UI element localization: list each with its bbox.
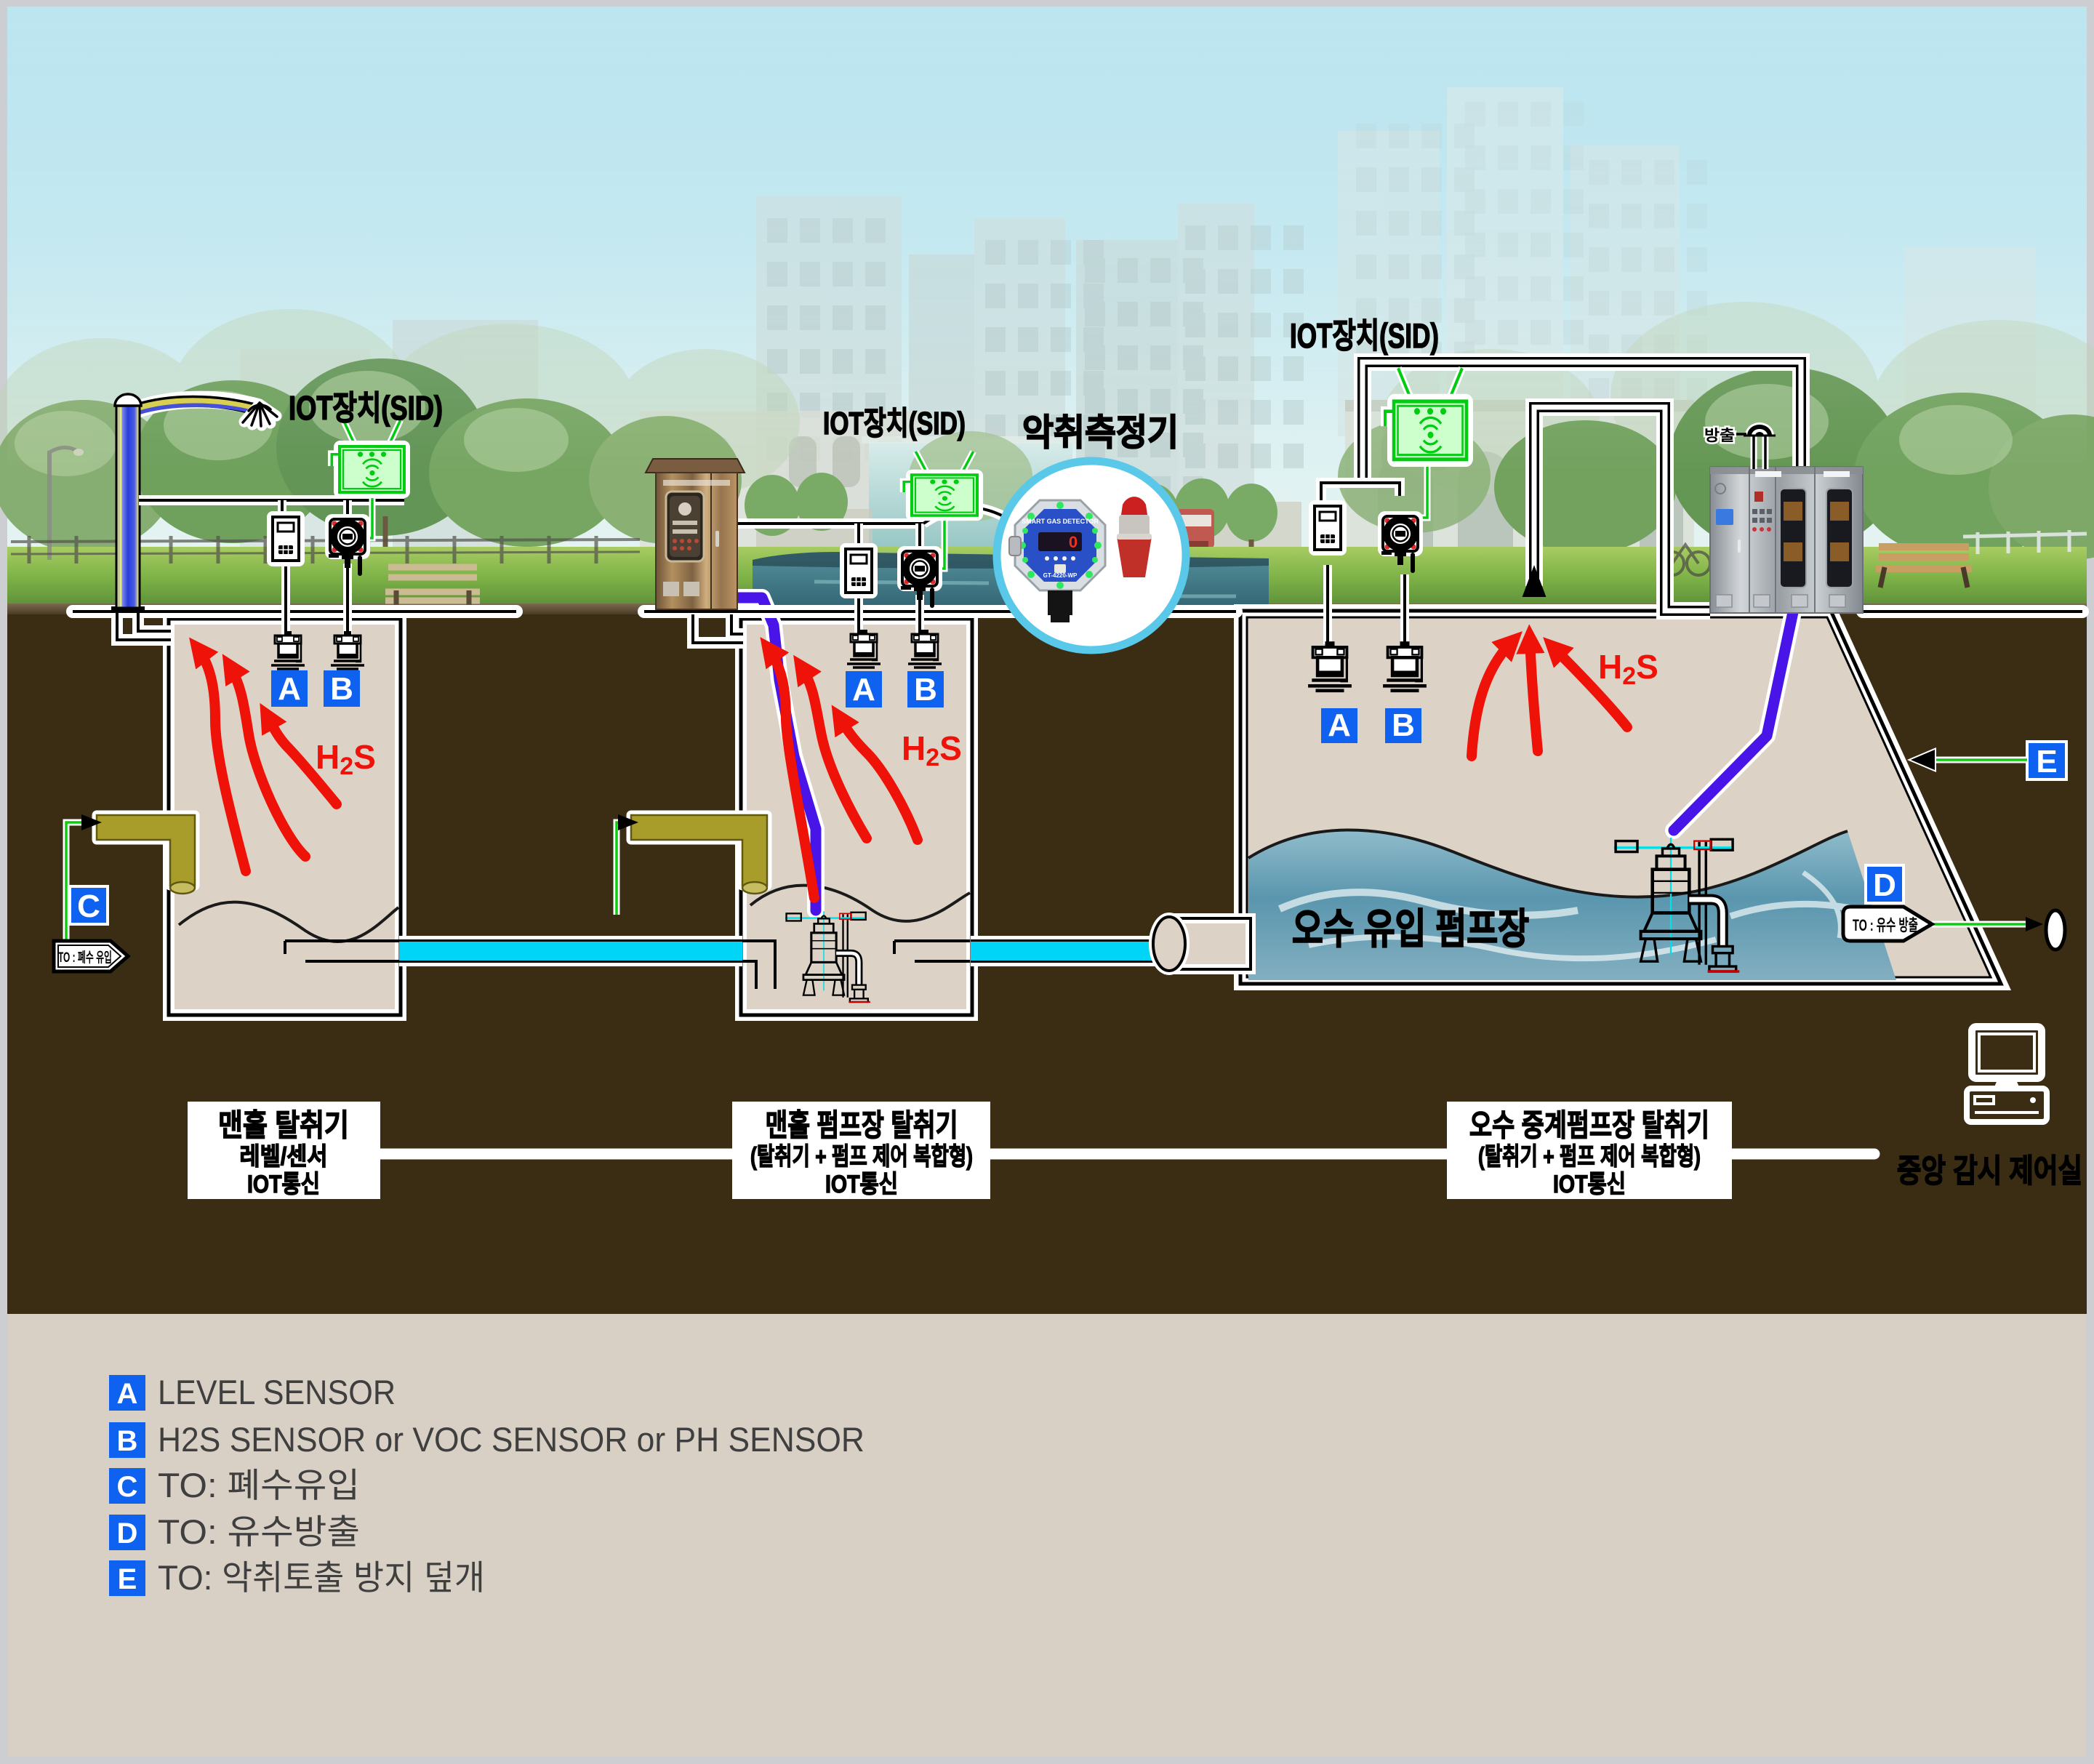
svg-text:0: 0 [1069, 533, 1078, 551]
svg-text:IOT장치(SID): IOT장치(SID) [289, 389, 443, 427]
svg-text:B: B [1392, 707, 1415, 743]
svg-text:B: B [330, 671, 353, 707]
svg-text:B: B [914, 672, 937, 707]
svg-text:A: A [1328, 707, 1351, 743]
svg-text:IOT통신: IOT통신 [825, 1171, 898, 1198]
svg-text:H2S: H2S [316, 738, 376, 780]
svg-text:TO: 유수방출: TO: 유수방출 [158, 1512, 360, 1551]
svg-text:E: E [2036, 744, 2057, 779]
svg-text:C: C [117, 1471, 138, 1503]
svg-text:A: A [278, 671, 301, 707]
svg-text:맨홀 탈취기: 맨홀 탈취기 [218, 1108, 349, 1142]
svg-text:E: E [118, 1563, 137, 1595]
svg-text:TO : 유수 방출: TO : 유수 방출 [1853, 916, 1918, 934]
svg-text:A: A [852, 672, 875, 707]
svg-text:(탈취기 + 펌프 제어 복합형): (탈취기 + 펌프 제어 복합형) [1478, 1143, 1701, 1171]
svg-text:B: B [117, 1425, 138, 1457]
svg-text:D: D [117, 1518, 138, 1549]
svg-text:H2S SENSOR or VOC SENSOR or PH: H2S SENSOR or VOC SENSOR or PH SENSOR [158, 1420, 865, 1459]
svg-text:LEVEL SENSOR: LEVEL SENSOR [158, 1373, 396, 1411]
svg-text:오수 유입 펌프장: 오수 유입 펌프장 [1292, 906, 1529, 953]
svg-text:H2S: H2S [1598, 648, 1658, 690]
svg-text:GT-4220-WP: GT-4220-WP [1043, 572, 1078, 579]
svg-text:악취측정기: 악취측정기 [1022, 412, 1179, 453]
svg-text:A: A [117, 1378, 138, 1410]
svg-text:IOT장치(SID): IOT장치(SID) [1290, 316, 1439, 355]
svg-text:IOT통신: IOT통신 [1553, 1171, 1626, 1198]
svg-text:D: D [1873, 867, 1896, 903]
svg-text:중앙 감시 제어실: 중앙 감시 제어실 [1897, 1153, 2082, 1189]
svg-text:SMART GAS DETECTOR: SMART GAS DETECTOR [1022, 518, 1099, 525]
svg-text:(탈취기 + 펌프 제어 복합형): (탈취기 + 펌프 제어 복합형) [750, 1143, 973, 1171]
svg-text:C: C [77, 889, 100, 924]
svg-text:TO: 악취토출 방지 덮개: TO: 악취토출 방지 덮개 [158, 1558, 485, 1597]
svg-text:IOT통신: IOT통신 [247, 1171, 320, 1198]
svg-text:TO : 폐수 유입: TO : 폐수 유입 [58, 950, 112, 966]
svg-text:방출: 방출 [1704, 428, 1735, 444]
svg-text:IOT장치(SID): IOT장치(SID) [823, 406, 966, 441]
svg-text:레벨/센서: 레벨/센서 [240, 1143, 328, 1171]
svg-text:맨홀 펌프장 탈취기: 맨홀 펌프장 탈취기 [766, 1108, 958, 1142]
svg-text:오수 중계펌프장 탈취기: 오수 중계펌프장 탈취기 [1469, 1108, 1709, 1142]
svg-text:TO: 폐수유입: TO: 폐수유입 [158, 1466, 360, 1504]
